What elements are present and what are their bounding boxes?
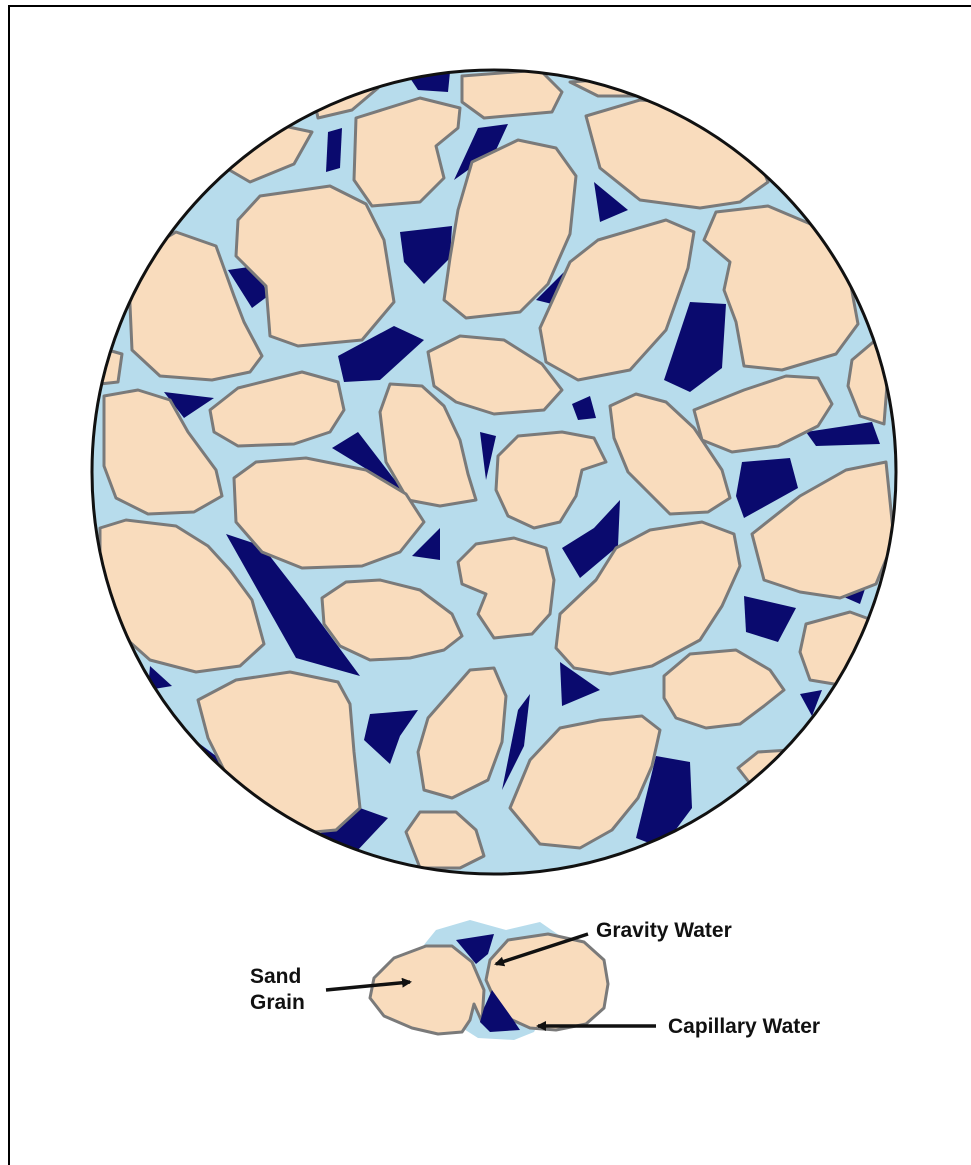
capillary-water-label: Capillary Water: [668, 1014, 820, 1039]
sand-grain-label-line2: Grain: [250, 990, 305, 1015]
gravity-water-label: Gravity Water: [596, 918, 732, 943]
sand-grain-label-line1: Sand: [250, 964, 301, 989]
detail-sand-grain-left: [370, 946, 484, 1034]
soil-sample-magnified: [92, 70, 896, 874]
